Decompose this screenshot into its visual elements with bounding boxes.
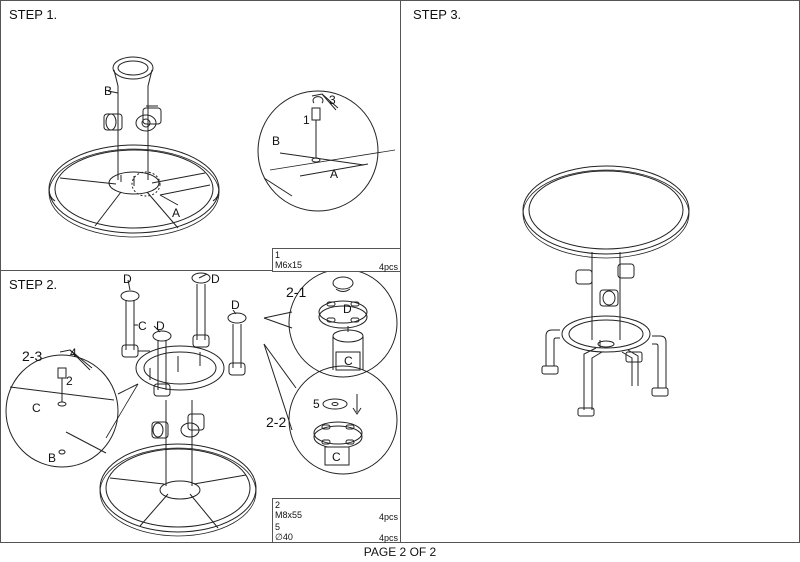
part-code: M8x55: [275, 510, 303, 520]
label-part-4: 4: [70, 346, 77, 360]
label-part-5: 5: [313, 397, 320, 411]
label-part-3: 3: [329, 93, 336, 107]
label-a: A: [172, 206, 180, 220]
detail-2-2: [263, 343, 398, 475]
part-code: ∅40: [275, 532, 293, 542]
step1-detail-circle: [159, 90, 396, 212]
part-code: M6x15: [275, 260, 303, 270]
label-b-2-3: B: [48, 451, 56, 465]
step2-base-assembly: [99, 272, 257, 537]
label-c-leg: C: [138, 319, 147, 333]
label-d-3: D: [231, 298, 240, 312]
parts-box-step2: 2 M8x55 4pcs 5 ∅40 4pcs: [272, 498, 401, 543]
label-2-2: 2-2: [266, 414, 286, 430]
part-number: 5: [275, 522, 281, 532]
parts-box-step1: 1 M6x15 4pcs: [272, 248, 401, 272]
label-part-2: 2: [66, 374, 73, 388]
label-b: B: [104, 84, 112, 98]
step3-final-table: [522, 165, 690, 417]
step3-title: STEP 3.: [413, 7, 462, 22]
part-qty: 4pcs: [378, 512, 398, 522]
detail-2-3: [5, 349, 139, 468]
part-qty: 4pcs: [378, 262, 398, 272]
label-2-3: 2-3: [22, 348, 42, 364]
label-2-1: 2-1: [286, 284, 306, 300]
detail-2-1: [263, 268, 398, 378]
step1-title: STEP 1.: [9, 7, 58, 22]
label-part-1: 1: [303, 113, 310, 127]
label-d-2-1: D: [343, 302, 352, 316]
label-a-detail: A: [330, 167, 338, 181]
part-qty: 4pcs: [378, 533, 398, 543]
label-c-2-2: C: [332, 450, 341, 464]
label-d-2: D: [211, 272, 220, 286]
label-d-1: D: [123, 272, 132, 286]
label-c-2-3: C: [32, 401, 41, 415]
part-number: 1: [275, 250, 281, 260]
label-b-detail: B: [272, 134, 280, 148]
label-d-4: D: [156, 319, 165, 333]
step1-base-assembly: [48, 56, 220, 238]
label-c-2-1: C: [344, 354, 353, 368]
page-footer: PAGE 2 OF 2: [363, 545, 437, 559]
step2-title: STEP 2.: [9, 277, 58, 292]
part-number: 2: [275, 500, 281, 510]
